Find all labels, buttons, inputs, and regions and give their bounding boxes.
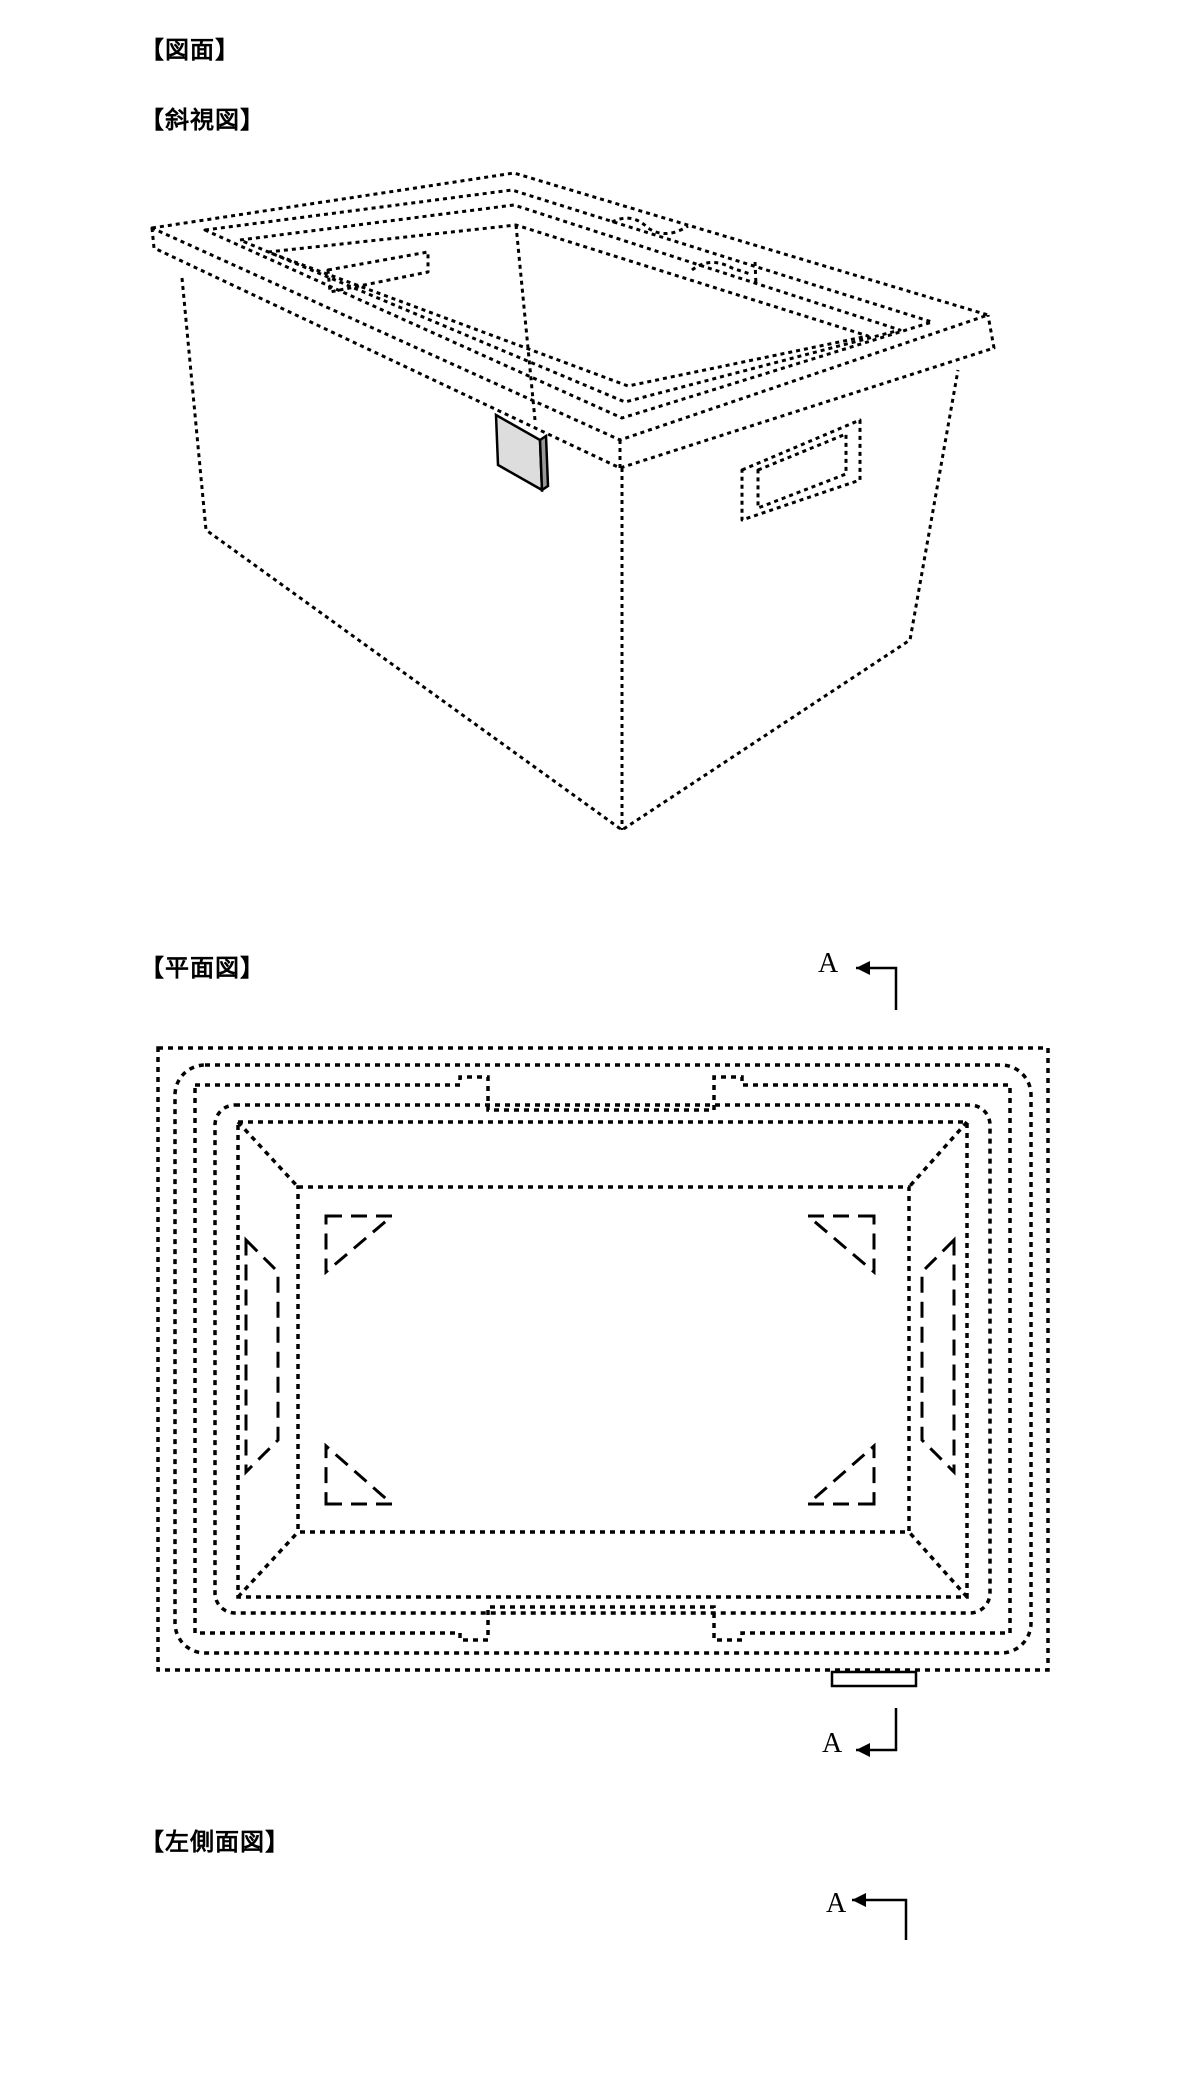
section-mark-a-plan-top: A xyxy=(818,948,839,979)
perspective-view-heading: 【斜視図】 xyxy=(140,105,265,134)
plan-view-heading: 【平面図】 xyxy=(140,953,265,982)
section-mark-a-side-top: A xyxy=(826,1888,847,1919)
left-side-view-heading: 【左側面図】 xyxy=(140,1827,290,1856)
figures-heading: 【図面】 xyxy=(140,35,240,64)
section-mark-a-plan-bottom: A xyxy=(822,1728,843,1759)
